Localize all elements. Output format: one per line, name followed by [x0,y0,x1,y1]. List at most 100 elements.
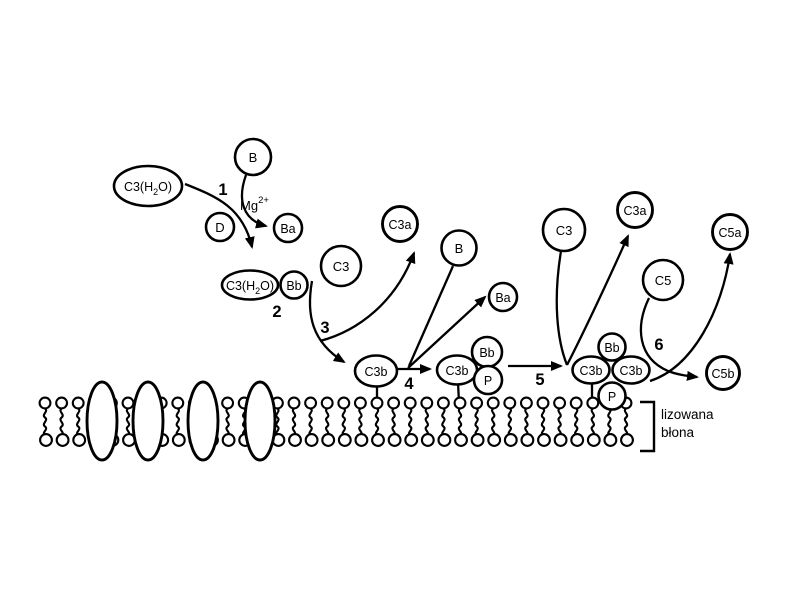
lipid-head [486,396,500,410]
lipid-head [387,433,402,447]
lipid-head [536,396,550,410]
node-label: C3 [556,223,573,238]
lipid-head [586,396,600,410]
lipid-tail [540,407,546,436]
lipid-head [39,433,53,447]
node-factor-b-2: B [440,229,478,267]
line-c3-to-junction-5 [555,250,569,366]
lipid-tail [524,407,529,436]
membrane-proteins [85,380,277,462]
arrow-c5a-release [649,252,734,383]
step-6-label: 6 [654,336,663,354]
lipid-tail [358,407,363,436]
lipid-head [55,433,70,447]
node-label: Bb [479,346,494,360]
line-b-to-junction-4 [407,265,455,367]
node-label: B [249,150,258,165]
lipid-tail [408,407,413,436]
lipid-tail [474,407,479,436]
lipid-bilayer [38,396,634,447]
lipid-head [321,433,336,447]
lipid-tail [507,407,512,436]
node-label: C5a [719,226,742,240]
complex-c5-convertase: Bb C3b C3b P [571,332,651,411]
membrane-protein [131,380,165,462]
lipid-head [503,396,517,410]
lipid-head [420,433,435,447]
node-c3-2: C3 [541,207,587,253]
node-factor-b-1: B [233,137,273,177]
node-c3a-1: C3a [381,205,419,243]
lipid-tail [590,407,595,436]
membrane-protein [186,380,220,462]
step-2-label: 2 [272,303,281,321]
node-label: C3b [620,364,643,378]
lipid-head [221,396,235,410]
lipid-head [520,433,535,447]
node-c3h2o-bb-complex: C3(H2O) Bb [220,269,309,301]
lipid-head [287,396,301,410]
lipid-head [569,396,583,410]
membrane-bracket [640,400,656,453]
node-c3b-4 [611,355,651,385]
lipid-tail [607,407,612,436]
lipid-tail [59,407,64,436]
lipid-head [436,396,450,410]
node-label: C5 [655,273,672,288]
arrow-step3-c3-to-c3b [308,280,346,364]
node-ba-2: Ba [487,281,519,313]
arrow-step6-c5-to-c5b [639,297,699,381]
node-bb-3 [597,332,627,362]
lipid-tail [623,407,629,436]
lipid-tail [76,407,81,436]
node-c3a-2: C3a [616,191,654,229]
node-label: C3b [446,364,469,378]
lipid-head [337,396,351,410]
lipid-tail [308,407,313,436]
lipid-head [304,433,319,447]
membrane-caption-line1: lizowana [661,407,714,422]
lipid-head [288,433,302,447]
lipid-head [71,396,85,410]
lipid-tail [275,407,280,436]
lipid-head [537,433,551,447]
lipid-head [371,433,385,447]
node-label: C3b [365,365,388,379]
node-label: P [484,374,492,388]
lipid-head [487,433,502,447]
lipid-head [171,433,186,447]
node-c5a: C5a [711,213,749,251]
lipid-head [603,433,618,447]
arrow-ba-release-4 [407,295,487,369]
lipid-head [121,396,135,410]
node-c5b: C5b [705,355,741,391]
lipid-tail [175,407,180,436]
lipid-tail [341,407,346,436]
lipid-tail [441,407,446,436]
node-label: P [608,390,616,404]
node-label: C3a [389,218,412,232]
node-c5: C5 [641,258,685,302]
lipid-head [519,396,533,410]
node-properdin-2 [597,381,627,411]
lipid-head [470,396,484,410]
node-label: C3(H2O) [226,279,274,296]
lipid-tail [574,407,579,436]
node-label: Ba [280,222,295,236]
node-factor-d: D [204,211,236,243]
lipid-head [171,396,185,410]
lipid-tail [374,407,380,436]
lipid-head [320,396,334,410]
node-label: Ba [495,291,510,305]
node-label: C3a [624,204,647,218]
arrow-c3a-release-2 [565,234,630,366]
step-numbers: 1 2 3 4 5 6 [218,181,663,393]
step-4-label: 4 [404,375,414,393]
node-c3b-3 [571,355,611,385]
lipid-tail [424,407,429,436]
lipid-head [570,433,585,447]
mg-cofactor-label: Mg2+ [240,195,269,213]
complex-c3-convertase: Bb C3b P [435,335,504,396]
lipid-head [353,396,367,410]
